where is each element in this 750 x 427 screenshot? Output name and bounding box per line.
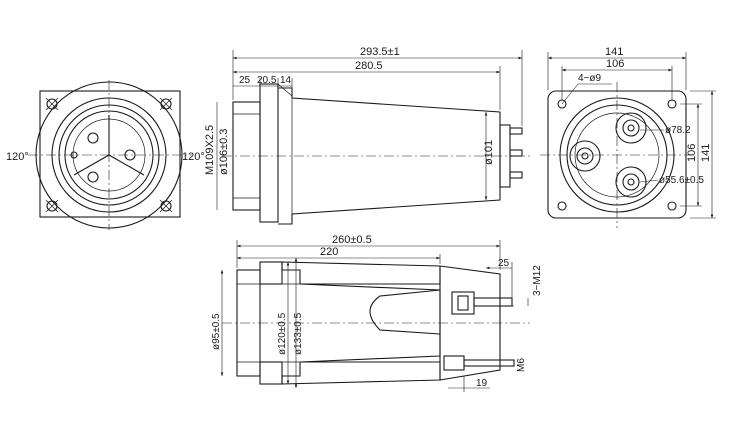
- dim-holes: 4−ø9: [578, 73, 602, 84]
- section-view: 260±0.5 220 25 3−M12 M6 19 ø95±0.5 ø120±…: [211, 234, 543, 392]
- angle-label-left: 120°: [6, 151, 29, 163]
- front-mounting-holes: [45, 97, 173, 213]
- dim-flange-width: 141: [605, 46, 623, 58]
- angle-label-right: 120°: [182, 151, 205, 163]
- dim-hole-spacing-v: 106: [686, 144, 698, 162]
- dim-pitch-dia: ø78.2: [665, 125, 691, 136]
- front-flange-outline: [39, 90, 181, 218]
- dim-bore: ø106±0.3: [218, 129, 230, 175]
- dim-19: 19: [476, 378, 488, 389]
- dim-seg-20-5: 20.5: [257, 75, 277, 86]
- front-view: 120° 120°: [6, 80, 205, 230]
- dim-stud-thread: M6: [516, 358, 527, 372]
- dim-overall-length: 293.5±1: [360, 46, 400, 58]
- dim-dia-120: ø120±0.5: [277, 312, 288, 355]
- side-flange: [259, 83, 279, 223]
- dim-flange-height: 141: [700, 144, 712, 162]
- dim-insert-dia: ø55.6±0.5: [659, 175, 704, 186]
- end-view: 141 106 4−ø9 ø78.2 ø55.6±0.5 106 141: [540, 46, 716, 228]
- dim-seg-14: 14: [280, 75, 292, 86]
- dim-seg-25: 25: [239, 75, 251, 86]
- dim-hole-spacing-h: 106: [606, 58, 624, 70]
- section-end-block: [439, 265, 501, 381]
- dim-dia-95: ø95±0.5: [211, 313, 222, 350]
- side-view: 293.5±1 280.5 25 20.5 14 M109X2.5 ø106±0…: [204, 46, 530, 225]
- dim-thread: M109X2.5: [204, 125, 216, 175]
- dim-body-length: 280.5: [355, 60, 383, 72]
- dim-length-260: 260±0.5: [332, 234, 372, 246]
- end-inserts: [569, 112, 647, 198]
- dim-body-dia: ø101: [483, 140, 495, 165]
- dim-dia-133: ø133±0.5: [293, 312, 304, 355]
- dim-length-220: 220: [320, 246, 338, 258]
- dim-bolt-thread: 3−M12: [532, 265, 543, 296]
- dim-25: 25: [498, 258, 510, 269]
